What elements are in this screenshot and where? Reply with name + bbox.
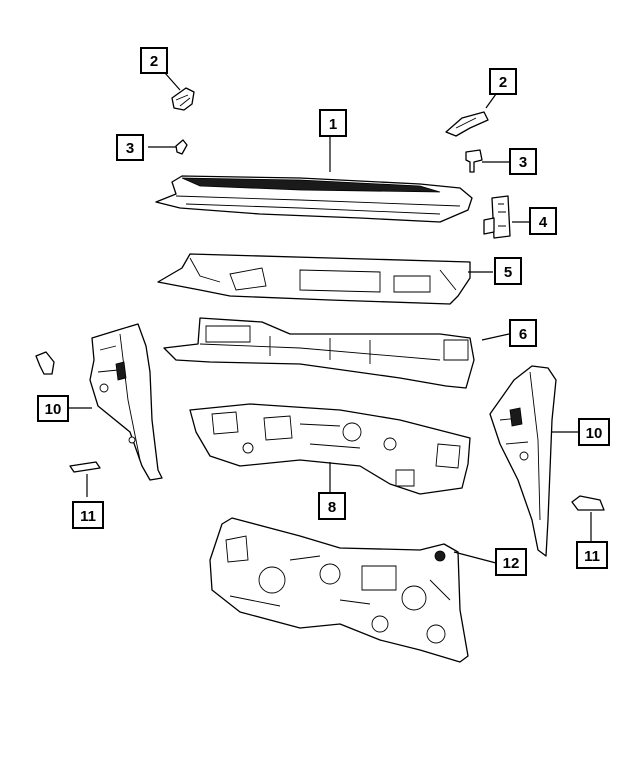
callout-label: 4 <box>539 214 548 231</box>
callout-label: 11 <box>584 548 600 565</box>
part-11-left-pad <box>69 461 101 473</box>
callout-6: 6 <box>509 319 537 347</box>
callout-3-right: 3 <box>509 148 537 175</box>
part-6-cowl-lower <box>163 317 475 389</box>
callout-2-top-right: 2 <box>489 68 517 95</box>
part-3-right-clip <box>465 149 483 173</box>
callout-8: 8 <box>318 492 346 520</box>
callout-12: 12 <box>495 548 527 576</box>
callout-label: 2 <box>499 74 507 91</box>
part-2-left-bracket <box>171 87 195 111</box>
callout-11-right: 11 <box>576 541 608 569</box>
callout-label: 12 <box>503 555 520 572</box>
callout-4: 4 <box>529 207 557 235</box>
callout-10-left: 10 <box>37 395 69 422</box>
part-4-bracket <box>483 195 511 239</box>
callout-label: 3 <box>126 140 134 157</box>
callout-11-left: 11 <box>72 501 104 529</box>
part-10-right-pillar <box>489 365 557 557</box>
callout-label: 1 <box>329 116 337 133</box>
callout-label: 6 <box>519 326 527 343</box>
callout-1: 1 <box>319 109 347 137</box>
part-1-cowl-panel <box>155 175 473 223</box>
callout-5: 5 <box>494 257 522 285</box>
callout-label: 2 <box>150 53 158 70</box>
callout-label: 5 <box>504 264 512 281</box>
callout-10-right: 10 <box>578 418 610 446</box>
left-pillar-bracket <box>35 351 55 375</box>
callout-label: 10 <box>45 401 62 418</box>
part-2-right-bracket <box>445 111 489 137</box>
leader-lines <box>68 72 592 564</box>
part-10-left-pillar <box>89 323 163 481</box>
part-8-dash-panel <box>189 403 471 495</box>
part-12-dash-insulator <box>209 517 469 663</box>
callout-label: 8 <box>328 499 336 516</box>
callout-label: 3 <box>519 154 527 171</box>
part-3-left-clip <box>175 139 188 155</box>
part-5-cowl-upper <box>157 253 471 305</box>
callout-label: 10 <box>586 425 603 442</box>
callout-2-top-left: 2 <box>140 47 168 74</box>
part-11-right-pad <box>571 495 605 511</box>
callout-label: 11 <box>80 508 96 525</box>
callout-3-left: 3 <box>116 134 144 161</box>
